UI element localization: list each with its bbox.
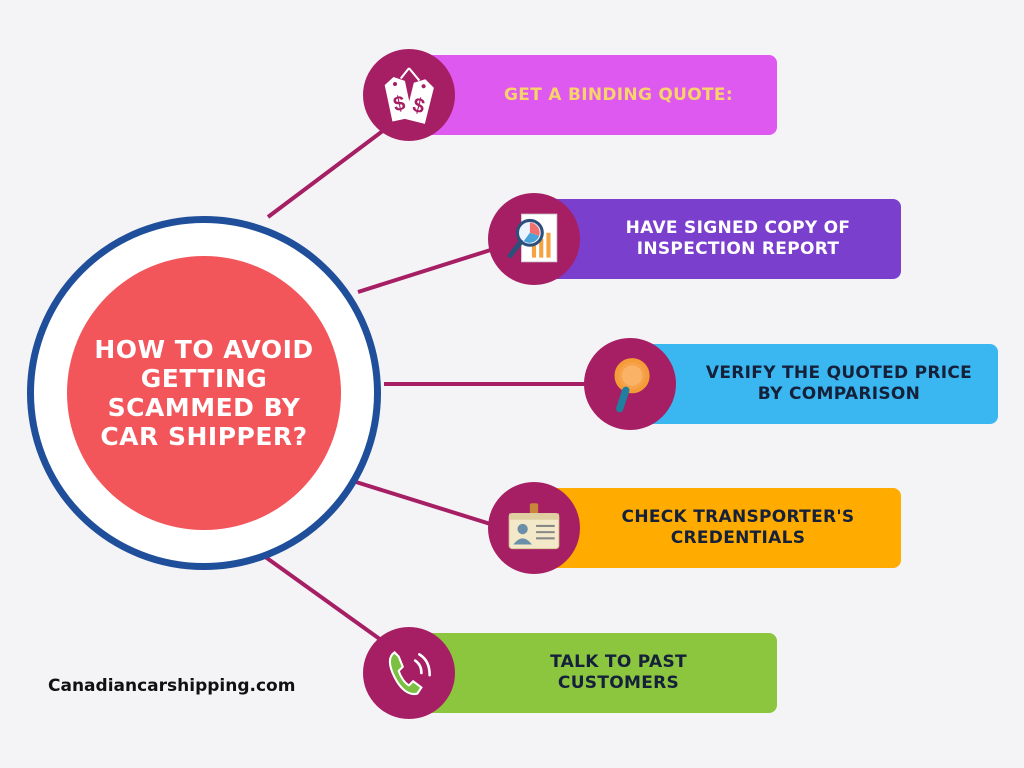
- item-label: VERIFY THE QUOTED PRICE BY COMPARISON: [705, 363, 973, 404]
- center-circle: HOW TO AVOID GETTING SCAMMED BY CAR SHIP…: [67, 256, 341, 530]
- phone-icon: [388, 651, 431, 696]
- magnifying-glass-icon: [614, 358, 650, 413]
- center-title: HOW TO AVOID GETTING SCAMMED BY CAR SHIP…: [94, 335, 314, 451]
- item-bar-verify-price: VERIFY THE QUOTED PRICE BY COMPARISON: [640, 344, 998, 424]
- item-label: CHECK TRANSPORTER'S CREDENTIALS: [621, 507, 855, 548]
- connector-line-2: [357, 245, 501, 294]
- item-bar-inspection-report: HAVE SIGNED COPY OF INSPECTION REPORT: [545, 199, 901, 279]
- item-icon-circle: [488, 482, 580, 574]
- item-icon-circle: [488, 193, 580, 285]
- item-bar-credentials: CHECK TRANSPORTER'S CREDENTIALS: [545, 488, 901, 568]
- item-icon-circle: [363, 627, 455, 719]
- price-tags-icon: $ $: [384, 67, 434, 124]
- connector-line-4: [355, 480, 501, 529]
- connector-line-1: [266, 116, 402, 219]
- item-icon-circle: $ $: [363, 49, 455, 141]
- svg-text:$: $: [391, 91, 408, 116]
- item-bar-binding-quote: GET A BINDING QUOTE:: [420, 55, 777, 135]
- connector-line-5: [262, 554, 397, 652]
- id-card-icon: [508, 503, 560, 550]
- item-label: HAVE SIGNED COPY OF INSPECTION REPORT: [625, 218, 851, 259]
- report-magnifier-icon: [507, 213, 558, 263]
- item-label: GET A BINDING QUOTE:: [504, 84, 733, 105]
- item-icon-circle: [584, 338, 676, 430]
- brand-text: Canadiancarshipping.com: [48, 676, 296, 696]
- item-label: TALK TO PAST CUSTOMERS: [550, 652, 687, 693]
- item-bar-past-customers: TALK TO PAST CUSTOMERS: [420, 633, 777, 713]
